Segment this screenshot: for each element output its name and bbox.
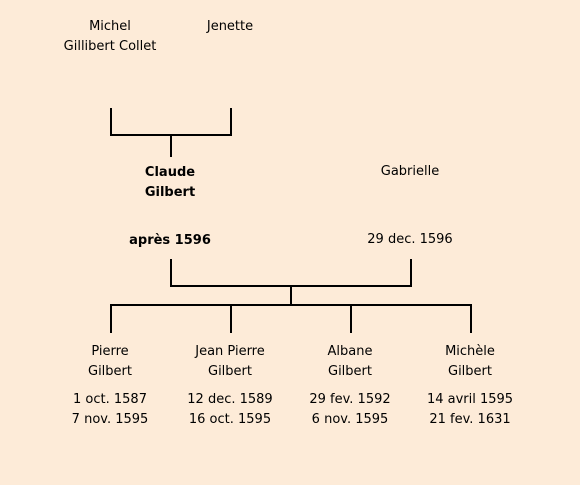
first-name: Jenette xyxy=(206,19,254,34)
first-name: Pierre xyxy=(91,344,129,359)
birth-date: 14 avril 1595 xyxy=(426,392,514,407)
connector-parents xyxy=(170,259,412,287)
first-name: Jean Pierre xyxy=(195,344,265,359)
person-jenette: Jenette xyxy=(155,17,305,37)
last-name: Gilbert xyxy=(88,364,132,379)
last-name: Gilbert xyxy=(144,185,196,200)
child-albane: Albane Gilbert 29 fev. 1592 6 nov. 1595 xyxy=(275,342,425,430)
last-name: Gillibert Collet xyxy=(63,39,157,54)
first-name: Michèle xyxy=(445,344,495,359)
birth-date: 12 dec. 1589 xyxy=(187,392,273,407)
person-gabrielle: Gabrielle xyxy=(335,162,485,182)
last-name: Gilbert xyxy=(448,364,492,379)
child-pierre: Pierre Gilbert 1 oct. 1587 7 nov. 1595 xyxy=(35,342,185,430)
child-michele: Michèle Gilbert 14 avril 1595 21 fev. 16… xyxy=(395,342,545,430)
first-name: Gabrielle xyxy=(380,164,440,179)
death-date: 6 nov. 1595 xyxy=(311,412,389,427)
last-name: Gilbert xyxy=(208,364,252,379)
birth-date: 1 oct. 1587 xyxy=(73,392,147,407)
date-gabrielle: 29 dec. 1596 xyxy=(367,232,453,247)
person-claude: Claude Gilbert xyxy=(95,163,245,203)
first-name: Albane xyxy=(327,344,373,359)
birth-date: 29 fev. 1592 xyxy=(309,392,391,407)
first-name: Claude xyxy=(144,165,196,180)
connector-children-bar xyxy=(110,304,472,333)
person-michel: Michel Gillibert Collet xyxy=(35,17,185,57)
death-date: 21 fev. 1631 xyxy=(429,412,511,427)
child-jean-pierre: Jean Pierre Gilbert 12 dec. 1589 16 oct.… xyxy=(155,342,305,430)
date-claude: après 1596 xyxy=(129,233,211,248)
death-date: 16 oct. 1595 xyxy=(188,412,272,427)
connector-grandparents xyxy=(110,108,232,136)
death-date: 7 nov. 1595 xyxy=(71,412,149,427)
first-name: Michel xyxy=(89,19,131,34)
last-name: Gilbert xyxy=(328,364,372,379)
